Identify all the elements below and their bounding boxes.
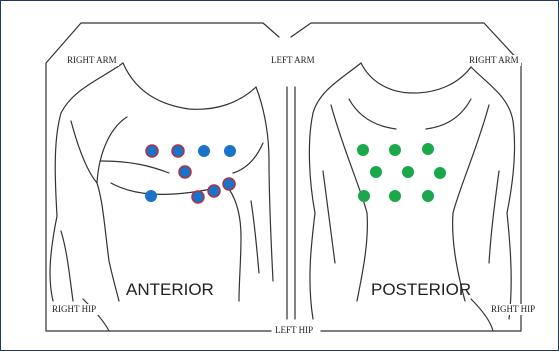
anterior-electrode [146, 145, 158, 157]
label-left-arm: LEFT ARM [269, 55, 317, 66]
label-right-hip-posterior: RIGHT HIP [489, 304, 537, 315]
view-title-posterior: POSTERIOR [371, 280, 471, 300]
posterior-electrode [358, 190, 370, 202]
posterior-electrode [389, 190, 401, 202]
anterior-electrode [145, 190, 157, 202]
anterior-electrode [223, 178, 235, 190]
posterior-electrode [402, 166, 414, 178]
posterior-electrode [389, 144, 401, 156]
posterior-electrode [370, 166, 382, 178]
posterior-electrode [422, 143, 434, 155]
posterior-electrode [422, 190, 434, 202]
posterior-electrode [357, 144, 369, 156]
view-title-anterior: ANTERIOR [126, 280, 214, 300]
label-right-arm-anterior: RIGHT ARM [65, 55, 119, 66]
posterior-electrodes [357, 143, 446, 202]
anterior-electrode [172, 145, 184, 157]
anterior-electrode [179, 166, 191, 178]
anterior-electrode [198, 145, 210, 157]
anterior-electrode [208, 185, 220, 197]
label-right-arm-posterior: RIGHT ARM [467, 55, 521, 66]
anterior-electrode [224, 145, 236, 157]
anterior-torso-outline [50, 63, 273, 301]
anterior-electrode [192, 191, 204, 203]
label-left-hip: LEFT HIP [273, 325, 315, 336]
posterior-electrode [434, 167, 446, 179]
label-right-hip-anterior: RIGHT HIP [50, 304, 98, 315]
